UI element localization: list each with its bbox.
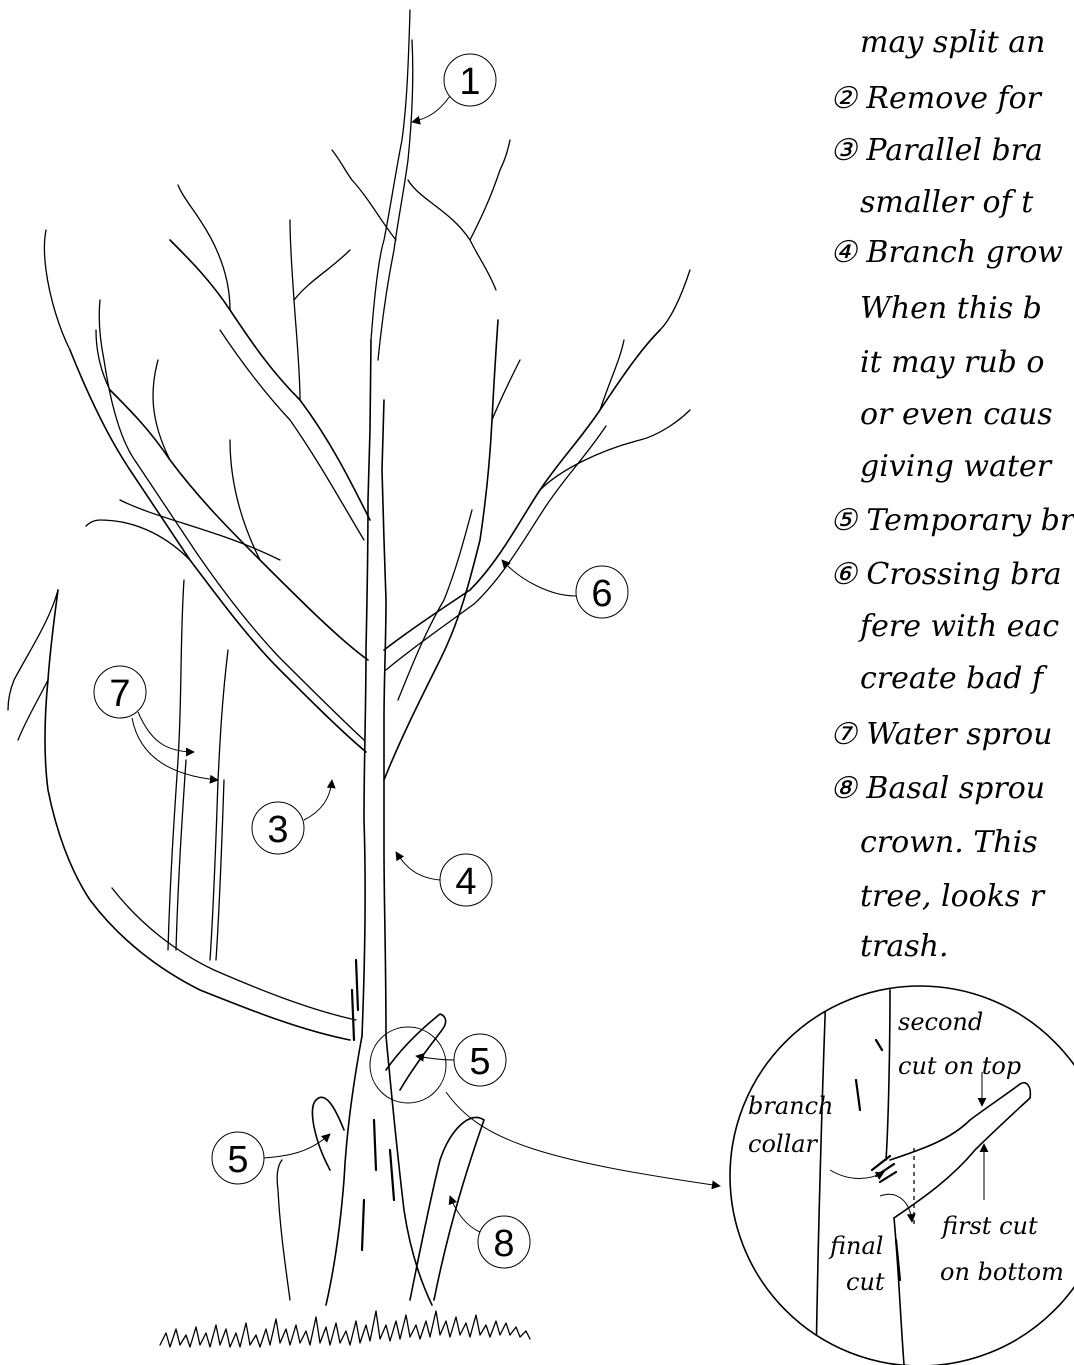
branch-parallel-edge [136, 462, 364, 740]
twig-top-right-2 [470, 140, 510, 240]
label-first-cut: first cut [940, 1212, 1038, 1240]
trunk-left-edge [362, 340, 371, 1036]
note-line-08: or even caus [860, 397, 1053, 432]
branch-upper-left-edge [220, 330, 364, 540]
label-second: second [898, 1008, 983, 1036]
twig-p-1 [86, 520, 190, 560]
twig-r-2 [660, 270, 690, 330]
twig-ml-2 [153, 360, 170, 460]
basal-sprout-left [277, 1160, 290, 1300]
callout-4-label: 4 [455, 861, 476, 903]
callout-3: 3 [252, 780, 332, 854]
callout-4: 4 [396, 852, 492, 906]
water-sprout-1 [168, 580, 184, 950]
note-line-15: ⑧ Basal sprou [830, 771, 1045, 806]
callout-3-label: 3 [267, 809, 288, 851]
detail-source-circle [370, 1027, 446, 1103]
note-line-14: ⑦ Water sprou [830, 717, 1053, 752]
callout-5-lower: 5 [212, 1132, 330, 1184]
twig-ul-3 [294, 250, 350, 300]
note-line-17: tree, looks r [860, 879, 1046, 914]
trunk-right-edge [382, 400, 386, 1036]
twig-top-left [332, 150, 396, 240]
callout-8: 8 [450, 1196, 530, 1268]
twig-ru-1 [492, 360, 520, 420]
note-line-04: smaller of t [860, 185, 1034, 220]
note-line-16: crown. This [860, 825, 1038, 860]
branch-right-upright [384, 320, 498, 780]
branch-collar-arrow [830, 1170, 884, 1179]
detail-trunk-left [816, 990, 826, 1365]
twig-ml-1 [230, 440, 260, 560]
label-branch: branch [748, 1092, 834, 1120]
detail-zoom: second cut on top branch collar first cu… [730, 986, 1074, 1365]
zoom-connector [446, 1092, 720, 1186]
label-cut: cut [846, 1268, 885, 1296]
callout-5-lower-label: 5 [227, 1139, 248, 1181]
twig-ll-2 [18, 680, 48, 740]
note-line-05: ④ Branch grow [830, 235, 1063, 270]
detail-branch-top [890, 1084, 1020, 1160]
note-line-03: ③ Parallel bra [830, 133, 1043, 168]
callout-1-label: 1 [459, 61, 480, 103]
twig-r-1 [540, 410, 690, 490]
twig-top-right [408, 180, 496, 290]
callout-8-label: 8 [493, 1223, 514, 1265]
branch-mid-left [110, 390, 368, 660]
grass [160, 1311, 530, 1347]
detail-circle [730, 986, 1074, 1365]
leader-branch [371, 10, 410, 340]
callout-6: 6 [502, 560, 628, 618]
note-line-10: ⑤ Temporary br [830, 503, 1074, 538]
trunk-lower-left [326, 1036, 362, 1305]
notes-list: may split an ② Remove for ③ Parallel bra… [830, 25, 1074, 964]
twig-ul-1 [178, 185, 230, 310]
temporary-branch-lower [312, 1097, 344, 1170]
twig-p-3 [45, 230, 71, 350]
temporary-branch-upper [386, 1014, 446, 1090]
water-sprout-1-edge [176, 760, 186, 950]
note-line-07: it may rub o [860, 345, 1044, 380]
note-line-09: giving water [860, 449, 1053, 484]
note-line-06: When this b [860, 291, 1042, 326]
note-line-11: ⑥ Crossing bra [830, 557, 1062, 592]
twig-r-3 [600, 340, 624, 410]
branch-crossing [384, 330, 660, 650]
basal-sprout [410, 1117, 484, 1300]
label-cut-on-top: cut on top [898, 1052, 1021, 1080]
note-line-13: create bad f [860, 661, 1048, 696]
callout-1: 1 [412, 54, 496, 122]
note-line-18: trash. [860, 929, 949, 964]
branch-crossing-edge [386, 426, 606, 670]
twig-p-2 [99, 300, 136, 462]
note-line-02: ② Remove for [830, 81, 1043, 116]
leader-branch-edge [378, 40, 413, 360]
detail-branch-end [1020, 1083, 1030, 1098]
branch-upper-left [170, 240, 370, 520]
label-collar: collar [748, 1130, 819, 1158]
bark-mark [352, 960, 394, 1250]
callout-5-upper: 5 [416, 1034, 506, 1086]
callout-7: 7 [94, 666, 218, 780]
branch-lower-left-edge [112, 888, 356, 1020]
callout-5-upper-label: 5 [469, 1041, 490, 1083]
note-line-12: fere with eac [858, 609, 1059, 644]
note-line-01: may split an [860, 25, 1045, 60]
twig-ul-2 [290, 220, 300, 400]
callout-6-label: 6 [591, 573, 612, 615]
label-final: final [828, 1232, 883, 1260]
callout-7-label: 7 [109, 673, 130, 715]
label-on-bottom: on bottom [940, 1258, 1064, 1286]
branch-lower-left [45, 590, 350, 1040]
